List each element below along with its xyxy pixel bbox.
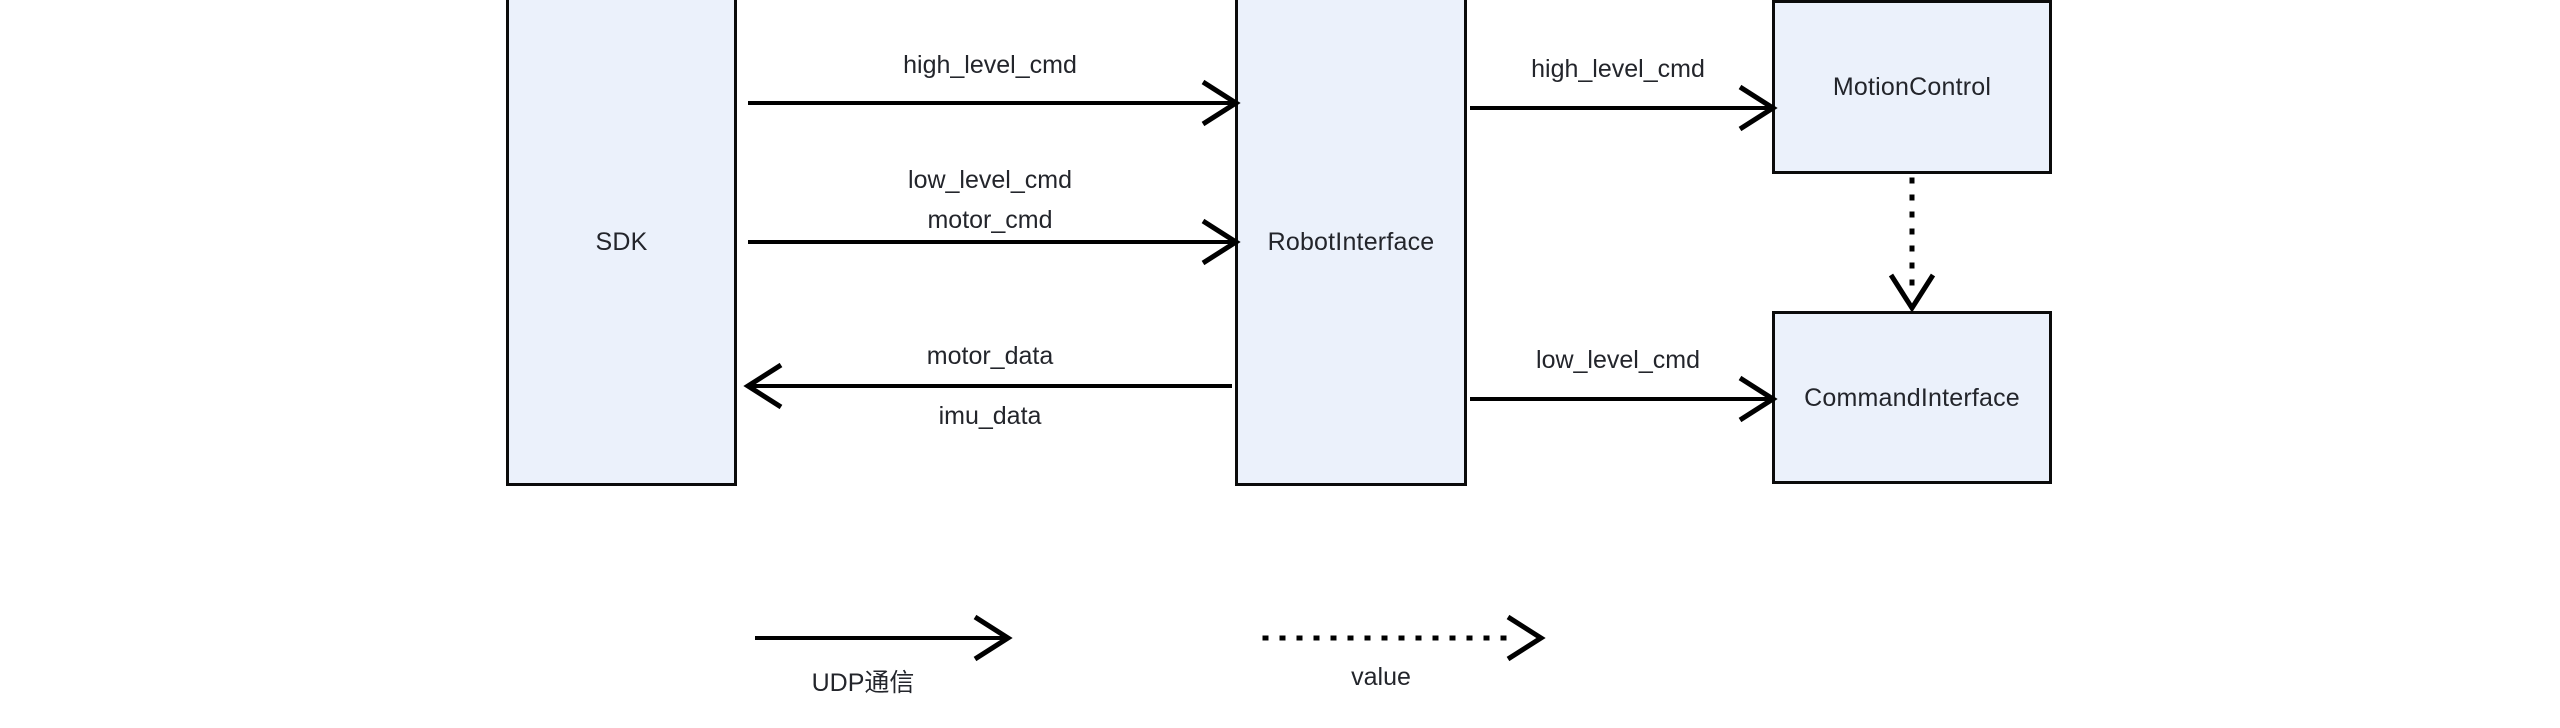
legend-solid-arrow <box>755 614 1013 662</box>
node-command-interface-label: CommandInterface <box>1804 383 2020 412</box>
node-robot-interface[interactable]: RobotInterface <box>1235 0 1467 486</box>
edge-label-robot-sdk-motor-data: motor_data <box>926 342 1054 370</box>
legend-label-value: value <box>1351 663 1411 691</box>
edge-robot-to-command-interface <box>1470 375 1778 423</box>
edge-label-robot-motion-high-level-cmd: high_level_cmd <box>1531 55 1705 83</box>
edge-robot-to-motion-control <box>1470 84 1778 132</box>
edge-sdk-to-robot-high-level-cmd <box>748 79 1241 127</box>
node-command-interface[interactable]: CommandInterface <box>1772 311 2052 484</box>
edge-label-robot-command-low-level-cmd: low_level_cmd <box>1536 346 1700 374</box>
node-motion-control-label: MotionControl <box>1832 73 1992 101</box>
edge-label-sdk-robot-low-level-cmd: low_level_cmd <box>908 166 1072 194</box>
edge-label-robot-sdk-imu-data: imu_data <box>938 402 1042 430</box>
node-sdk[interactable]: SDK <box>506 0 737 486</box>
edge-label-sdk-robot-high-level-cmd: high_level_cmd <box>903 51 1077 79</box>
legend-label-udp: UDP通信 <box>811 669 915 697</box>
node-robot-interface-label: RobotInterface <box>1267 227 1435 256</box>
node-sdk-label: SDK <box>595 227 648 256</box>
edge-label-sdk-robot-motor-cmd: motor_cmd <box>927 206 1053 234</box>
node-motion-control[interactable]: MotionControl <box>1772 0 2052 174</box>
legend-dotted-arrow <box>1262 614 1546 662</box>
edge-motion-to-command-value <box>1888 177 1936 313</box>
